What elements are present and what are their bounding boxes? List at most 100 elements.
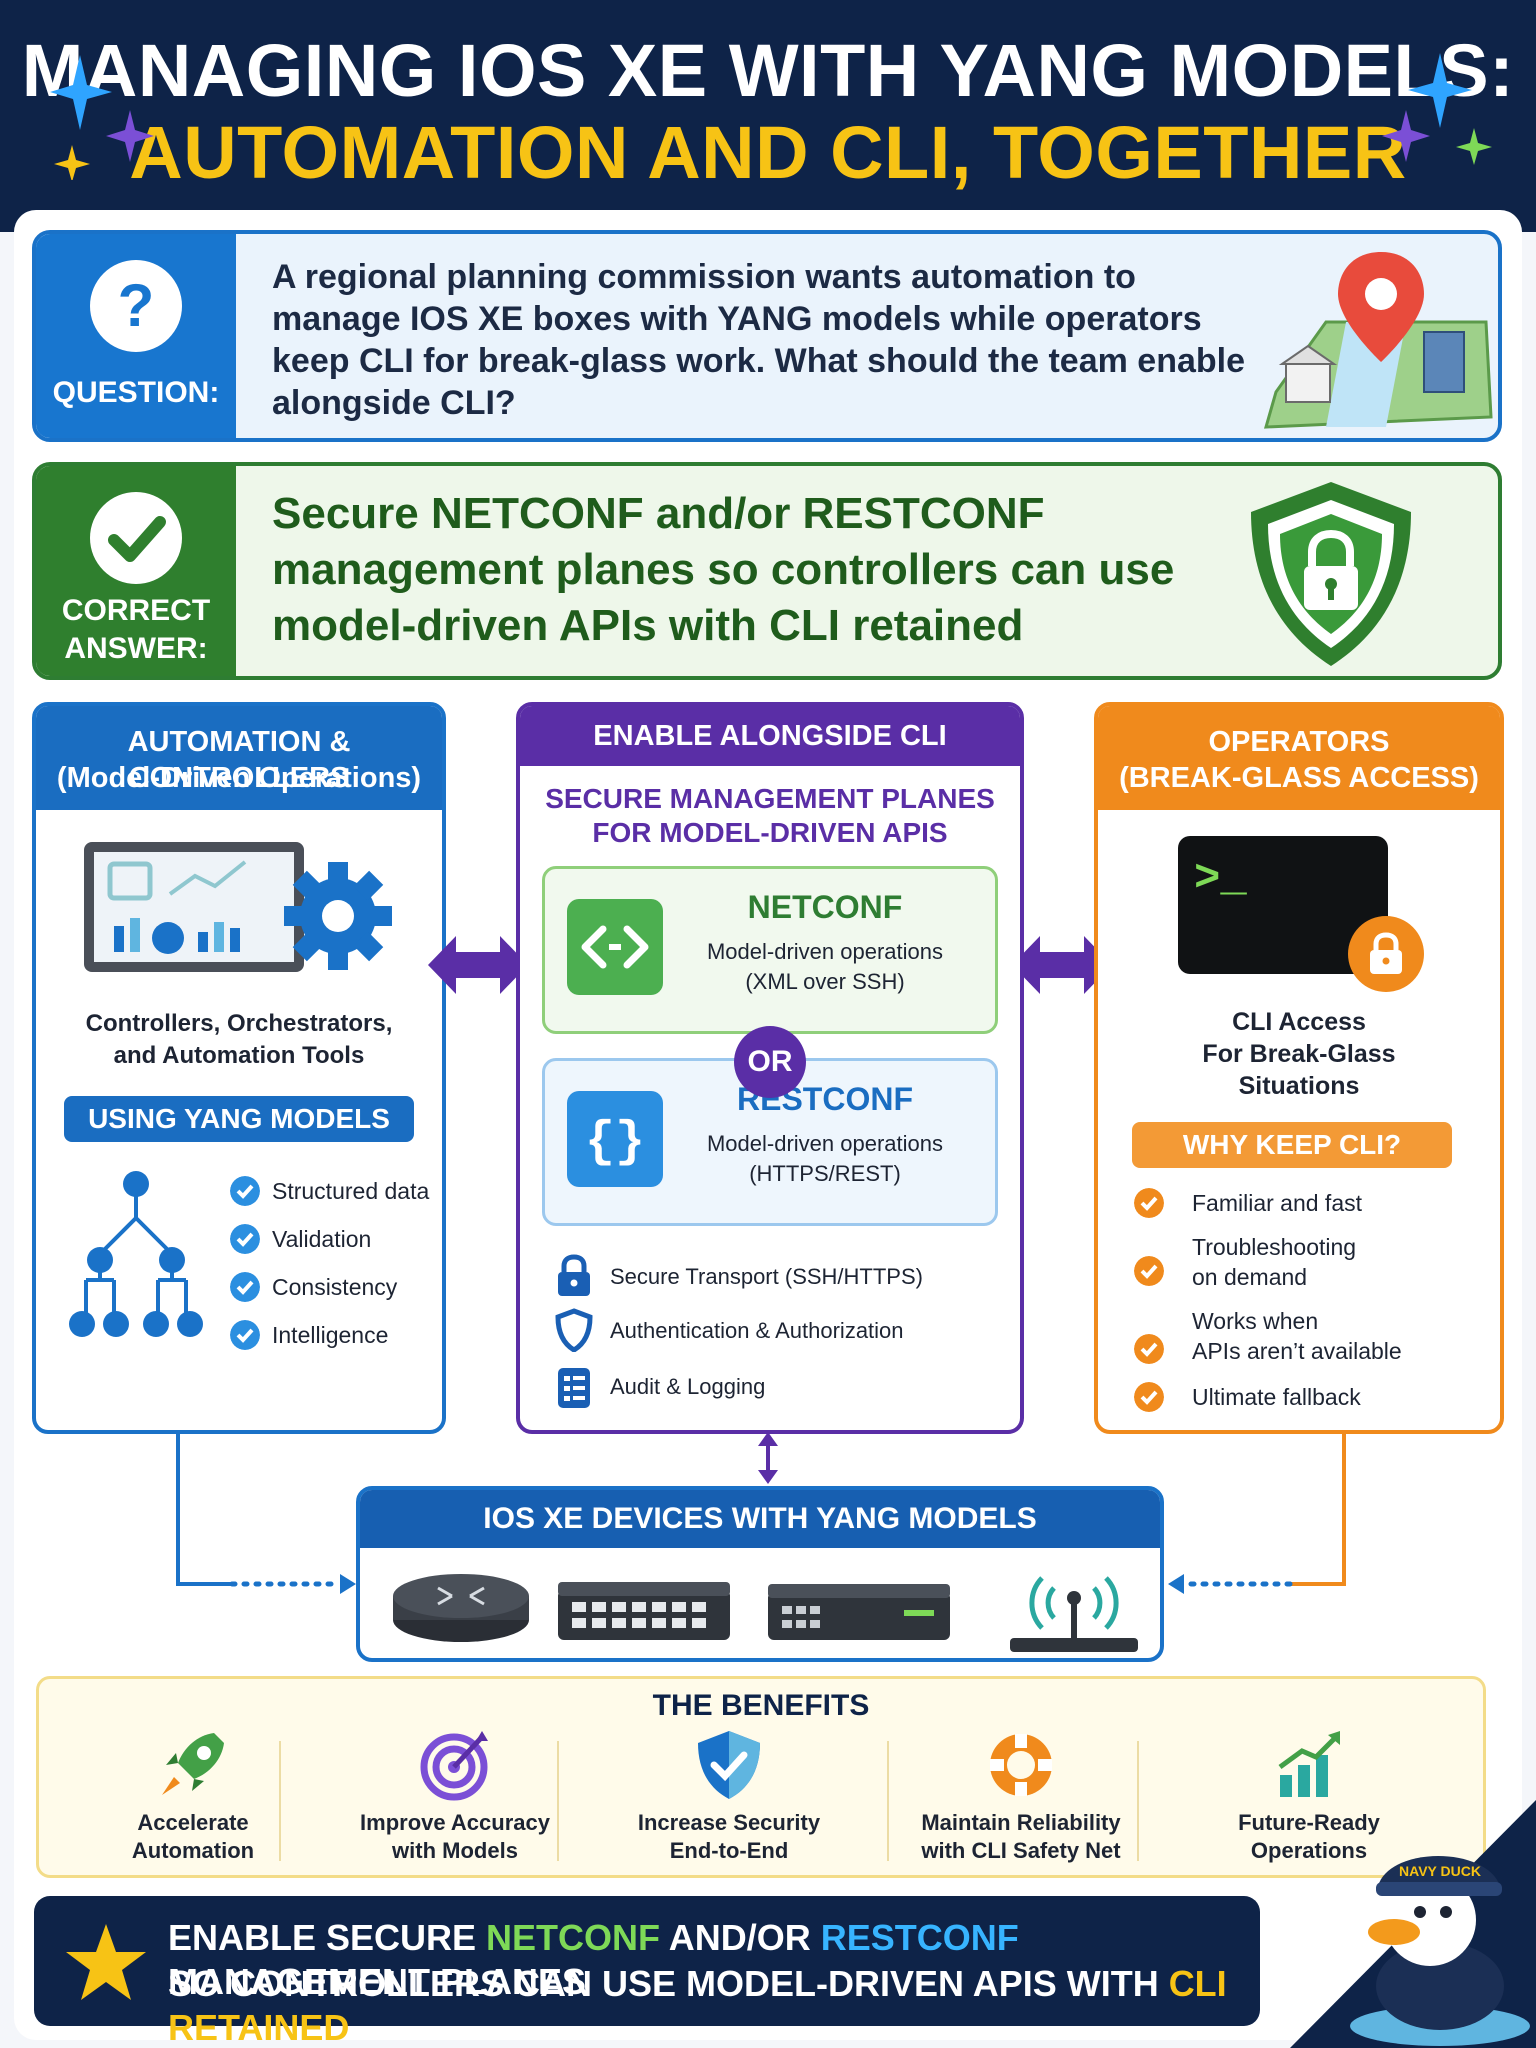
- lock-icon: [1348, 916, 1424, 992]
- automation-caption-2: and Automation Tools: [113, 1042, 365, 1069]
- svg-text:?: ?: [118, 272, 155, 339]
- enable-header: ENABLE ALONGSIDE CLI: [593, 720, 947, 752]
- yang-item-3: Consistency: [272, 1274, 398, 1300]
- target-icon: [420, 1731, 488, 1801]
- star-icon: [66, 1924, 146, 2000]
- check-circle-icon: [1134, 1256, 1164, 1286]
- check-circle-icon: [230, 1320, 260, 1350]
- sparkle-icon: [1382, 53, 1492, 165]
- summary-banner: ENABLE SECURE NETCONF AND/OR RESTCONF MA…: [34, 1896, 1260, 2048]
- netconf-card: NETCONF Model-driven operations (XML ove…: [542, 866, 998, 1034]
- automation-header-bg: [36, 706, 442, 810]
- svg-text:{}: {}: [585, 1114, 645, 1171]
- cli-caption-1: CLI Access: [1232, 1008, 1366, 1036]
- netconf-name: NETCONF: [747, 889, 903, 925]
- lifebuoy-icon: [990, 1734, 1052, 1796]
- question-sidebar: ? QUESTION:: [36, 234, 236, 438]
- automation-column: AUTOMATION & CONTROLLERS (Model-Driven O…: [32, 702, 446, 1434]
- checkmark-icon: [90, 492, 182, 584]
- security-item-3: Audit & Logging: [610, 1374, 766, 1399]
- enable-column: ENABLE ALONGSIDE CLI SECURE MANAGEMENT P…: [516, 702, 1024, 1434]
- code-brackets-icon: [567, 899, 663, 995]
- lock-icon: [558, 1254, 590, 1296]
- shield-icon: [555, 1308, 593, 1352]
- wireless-ap-icon: [1010, 1576, 1138, 1652]
- curly-braces-icon: {}: [567, 1091, 663, 1187]
- device-connectors: [176, 1432, 1346, 1594]
- automation-header-2: (Model-Driven Operations): [56, 762, 422, 794]
- cli-reason-2a: Troubleshooting: [1192, 1234, 1357, 1260]
- enable-subheader-1: SECURE MANAGEMENT PLANES: [545, 783, 995, 814]
- devices-header: IOS XE DEVICES WITH YANG MODELS: [360, 1490, 1160, 1548]
- operators-column: OPERATORS (BREAK-GLASS ACCESS) >_ CLI Ac…: [1094, 702, 1504, 1434]
- check-circle-icon: [1134, 1382, 1164, 1412]
- why-keep-cli-pill: WHY KEEP CLI?: [1132, 1122, 1452, 1168]
- bidirectional-arrow-icon: [1012, 936, 1112, 994]
- shield-check-icon: [698, 1731, 760, 1799]
- switch-icon: [558, 1582, 730, 1640]
- rocket-icon: [162, 1733, 224, 1795]
- divider: [279, 1741, 281, 1861]
- sparkle-icon: [50, 55, 154, 180]
- operators-header-1: OPERATORS: [1208, 726, 1390, 758]
- navy-duck-mascot: NAVY DUCK: [1290, 1800, 1536, 2048]
- divider: [1137, 1741, 1139, 1861]
- ios-xe-devices-box: IOS XE DEVICES WITH YANG MODELS: [356, 1486, 1164, 1662]
- cli-reason-2b: on demand: [1192, 1264, 1308, 1290]
- cli-reason-3b: APIs aren’t available: [1192, 1338, 1402, 1364]
- terminal-prompt: >_: [1194, 854, 1247, 904]
- firewall-appliance-icon: [768, 1584, 950, 1640]
- checklist-icon: [558, 1368, 590, 1408]
- or-badge: OR: [734, 1026, 806, 1098]
- answer-label-2: ANSWER:: [64, 632, 208, 665]
- question-box: ? QUESTION: A regional planning commissi…: [32, 230, 1502, 442]
- cli-reason-1: Familiar and fast: [1192, 1190, 1363, 1216]
- hierarchy-tree-icon: [69, 1171, 203, 1337]
- dashboard-icon: [84, 842, 392, 972]
- check-circle-icon: [1134, 1188, 1164, 1218]
- yang-models-pill: USING YANG MODELS: [64, 1096, 414, 1142]
- restconf-name: RESTCONF: [737, 1081, 913, 1117]
- netconf-desc-2: (XML over SSH): [745, 969, 905, 994]
- check-circle-icon: [230, 1176, 260, 1206]
- divider: [887, 1741, 889, 1861]
- operators-header-bg: [1098, 706, 1500, 810]
- benefits-title: THE BENEFITS: [652, 1689, 870, 1722]
- security-item-1: Secure Transport (SSH/HTTPS): [610, 1264, 923, 1289]
- answer-label-1: CORRECT: [61, 594, 211, 627]
- cli-reason-4: Ultimate fallback: [1192, 1384, 1361, 1410]
- security-item-2: Authentication & Authorization: [610, 1318, 904, 1343]
- header-banner: MANAGING IOS XE WITH YANG MODELS: AUTOMA…: [0, 0, 1536, 232]
- yang-item-2: Validation: [272, 1226, 372, 1252]
- cli-reason-3a: Works when: [1192, 1308, 1319, 1334]
- netconf-desc-1: Model-driven operations: [706, 939, 944, 964]
- automation-caption-1: Controllers, Orchestrators,: [85, 1010, 393, 1037]
- answer-box: CORRECT ANSWER: Secure NETCONF and/or RE…: [32, 462, 1502, 680]
- question-label: QUESTION:: [52, 376, 220, 409]
- operators-header-2: (BREAK-GLASS ACCESS): [1119, 762, 1479, 794]
- restconf-desc-2: (HTTPS/REST): [749, 1161, 901, 1186]
- enable-subheader-2: FOR MODEL-DRIVEN APIS: [592, 817, 948, 848]
- enable-header-bg: [520, 706, 1020, 766]
- banner-line-1: ENABLE SECURE NETCONF AND/OR RESTCONF MA…: [168, 1917, 1019, 2002]
- question-text: A regional planning commission wants aut…: [272, 258, 1246, 422]
- automation-header-1: AUTOMATION & CONTROLLERS: [127, 726, 351, 794]
- answer-text: Secure NETCONF and/or RESTCONF managemen…: [272, 489, 1175, 650]
- check-circle-icon: [230, 1272, 260, 1302]
- yang-item-1: Structured data: [272, 1178, 430, 1204]
- mascot-cap-text: NAVY DUCK: [1399, 1863, 1481, 1879]
- yang-item-4: Intelligence: [272, 1322, 389, 1348]
- question-mark-icon: ?: [90, 260, 182, 352]
- cli-caption-2: For Break-Glass: [1202, 1040, 1396, 1068]
- shield-lock-icon: [1251, 482, 1411, 666]
- banner-line-2: SO CONTROLLERS CAN USE MODEL-DRIVEN APIS…: [168, 1963, 1227, 2048]
